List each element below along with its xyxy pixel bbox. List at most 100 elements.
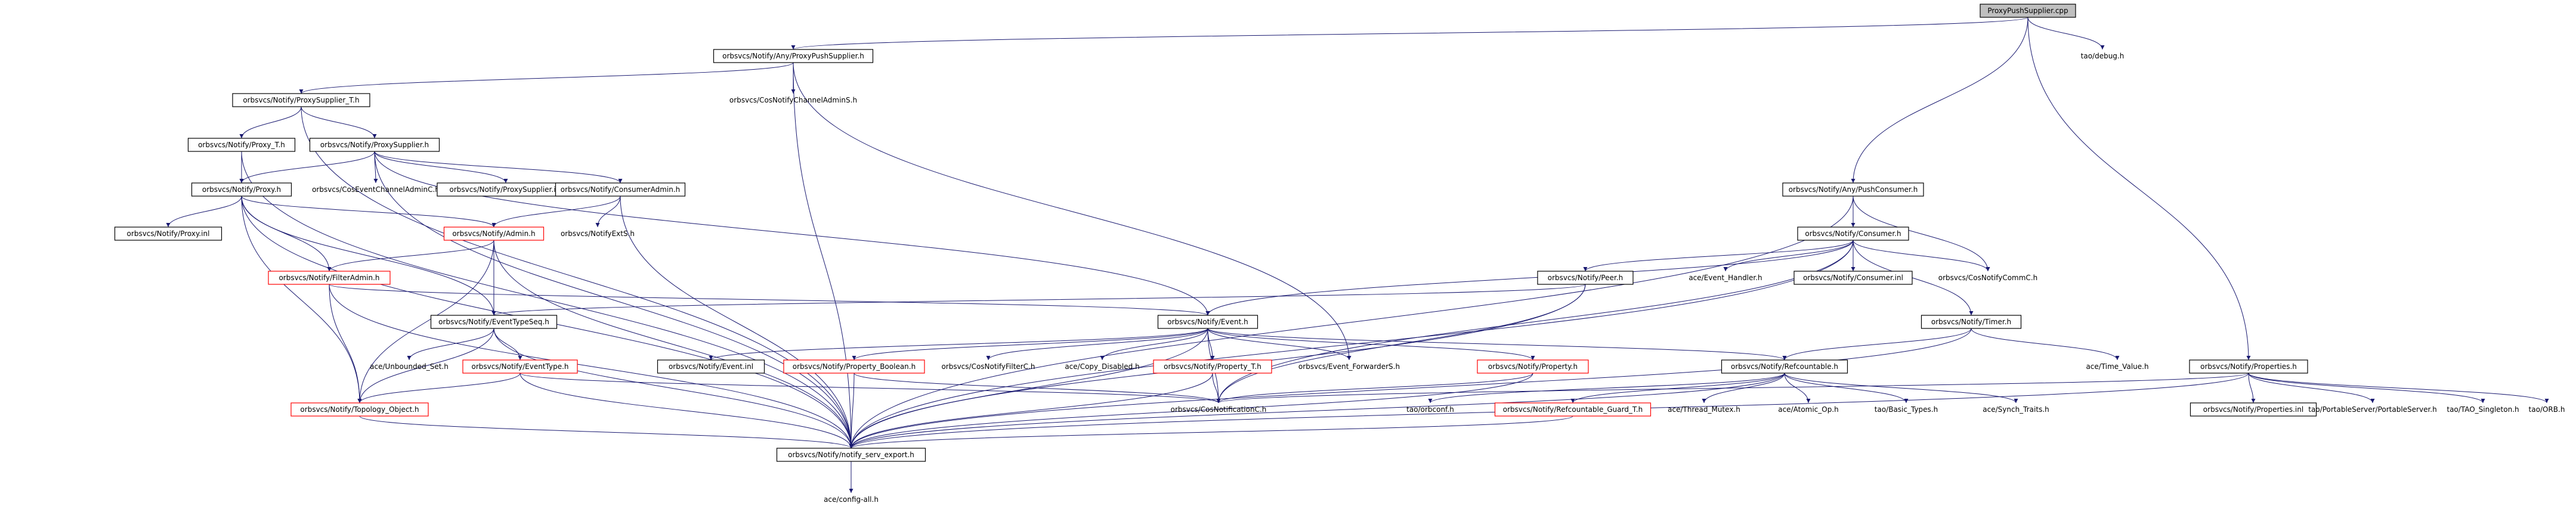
node-tao_singleton[interactable]: tao/TAO_Singleton.h bbox=[2447, 405, 2519, 414]
node-proxy_t[interactable]: orbsvcs/Notify/Proxy_T.h bbox=[187, 138, 296, 152]
node-label: tao/PortableServer/PortableServer.h bbox=[2308, 405, 2436, 414]
edge-proxysupplier-to-event bbox=[374, 151, 1210, 316]
edge-proxysupplier_t-to-notify_serv_export bbox=[301, 106, 853, 449]
node-property_boolean[interactable]: orbsvcs/Notify/Property_Boolean.h bbox=[783, 359, 925, 374]
node-label: orbsvcs/CosNotifyCommC.h bbox=[1938, 274, 2037, 282]
node-cosnotifycommc[interactable]: orbsvcs/CosNotifyCommC.h bbox=[1938, 274, 2037, 282]
node-synch_traits[interactable]: ace/Synch_Traits.h bbox=[1983, 405, 2049, 414]
node-label: tao/TAO_Singleton.h bbox=[2447, 405, 2519, 414]
node-consumer[interactable]: orbsvcs/Notify/Consumer.h bbox=[1797, 226, 1909, 241]
node-label: ace/Copy_Disabled.h bbox=[1065, 362, 1139, 371]
node-basic_types[interactable]: tao/Basic_Types.h bbox=[1875, 405, 1938, 414]
node-proxysupplier_inl[interactable]: orbsvcs/Notify/ProxySupplier.inl bbox=[437, 182, 575, 197]
node-eventtypeseq[interactable]: orbsvcs/Notify/EventTypeSeq.h bbox=[430, 315, 558, 329]
node-unbounded_set[interactable]: ace/Unbounded_Set.h bbox=[370, 362, 449, 371]
node-admin[interactable]: orbsvcs/Notify/Admin.h bbox=[443, 226, 545, 241]
node-coseventchanneladminc[interactable]: orbsvcs/CosEventChannelAdminC.h bbox=[312, 185, 440, 194]
node-notify_serv_export[interactable]: orbsvcs/Notify/notify_serv_export.h bbox=[776, 448, 926, 462]
node-proxysupplier[interactable]: orbsvcs/Notify/ProxySupplier.h bbox=[309, 138, 440, 152]
node-properties[interactable]: orbsvcs/Notify/Properties.h bbox=[2189, 359, 2308, 374]
node-label: tao/debug.h bbox=[2081, 52, 2124, 60]
edge-topology_object-to-notify_serv_export bbox=[359, 415, 853, 449]
edge-proxy_t-to-notify_serv_export bbox=[241, 151, 853, 449]
node-cosnotifychanneladmins[interactable]: orbsvcs/CosNotifyChannelAdminS.h bbox=[729, 96, 857, 104]
edge-properties-to-portableserver bbox=[2248, 373, 2375, 404]
node-box bbox=[268, 271, 391, 285]
node-box bbox=[1494, 402, 1652, 417]
node-label: orbsvcs/CosNotificationC.h bbox=[1171, 405, 1267, 414]
edge-consumer-to-cosnotificationc bbox=[1216, 240, 1854, 404]
node-property[interactable]: orbsvcs/Notify/Property.h bbox=[1477, 359, 1589, 374]
node-event_forwarders[interactable]: orbsvcs/Event_ForwarderS.h bbox=[1298, 362, 1400, 371]
edge-refcountable-to-notify_serv_export bbox=[849, 373, 1785, 449]
node-label: orbsvcs/Notify/notify_serv_export.h bbox=[788, 451, 914, 459]
node-topology_object[interactable]: orbsvcs/Notify/Topology_Object.h bbox=[290, 402, 429, 417]
node-anyproxy[interactable]: orbsvcs/Notify/Any/ProxyPushSupplier.h bbox=[713, 49, 874, 63]
edge-proxysupplier-to-notify_serv_export bbox=[374, 151, 853, 449]
node-root[interactable]: ProxyPushSupplier.cpp bbox=[1980, 4, 2076, 18]
node-label: ace/Atomic_Op.h bbox=[1778, 405, 1839, 414]
node-box bbox=[776, 448, 926, 462]
node-anypushconsumer[interactable]: orbsvcs/Notify/Any/PushConsumer.h bbox=[1782, 182, 1924, 197]
node-properties_inl[interactable]: orbsvcs/Notify/Properties.inl bbox=[2190, 402, 2317, 417]
edge-peer-to-eventtypeseq bbox=[492, 284, 1586, 316]
node-label: orbsvcs/Notify/Properties.inl bbox=[2203, 405, 2303, 414]
edge-eventtypeseq-to-notify_serv_export bbox=[493, 328, 853, 449]
node-box bbox=[1153, 359, 1272, 374]
node-label: orbsvcs/Notify/EventTypeSeq.h bbox=[438, 318, 549, 326]
node-tao_orb[interactable]: tao/ORB.h bbox=[2529, 405, 2565, 414]
edge-consumeradmin-to-notifyexts bbox=[595, 196, 621, 228]
edge-refcountable-to-orbconf bbox=[1428, 373, 1785, 404]
node-copy_disabled[interactable]: ace/Copy_Disabled.h bbox=[1065, 362, 1139, 371]
node-event[interactable]: orbsvcs/Notify/Event.h bbox=[1157, 315, 1258, 329]
node-timer[interactable]: orbsvcs/Notify/Timer.h bbox=[1921, 315, 2022, 329]
edge-event-to-copy_disabled bbox=[1100, 328, 1208, 361]
node-label: orbsvcs/Notify/Property_T.h bbox=[1164, 362, 1261, 371]
node-label: orbsvcs/Notify/Any/ProxyPushSupplier.h bbox=[722, 52, 864, 60]
edge-filteradmin-to-notify_serv_export bbox=[329, 284, 853, 449]
edge-property_t-to-notify_serv_export bbox=[849, 373, 1213, 449]
node-box bbox=[187, 138, 296, 152]
node-box bbox=[1537, 271, 1634, 285]
node-consumer_inl[interactable]: orbsvcs/Notify/Consumer.inl bbox=[1793, 271, 1913, 285]
node-label: orbsvcs/CosNotifyChannelAdminS.h bbox=[729, 96, 857, 104]
node-cosnotifyfilterc[interactable]: orbsvcs/CosNotifyFilterC.h bbox=[941, 362, 1035, 371]
edge-root-to-anypushconsumer bbox=[1851, 17, 2028, 184]
edge-event-to-event_forwarders bbox=[1207, 328, 1352, 361]
node-consumeradmin[interactable]: orbsvcs/Notify/ConsumerAdmin.h bbox=[555, 182, 686, 197]
node-proxy[interactable]: orbsvcs/Notify/Proxy.h bbox=[191, 182, 292, 197]
node-cosnotificationc[interactable]: orbsvcs/CosNotificationC.h bbox=[1171, 405, 1267, 414]
node-proxy_inl[interactable]: orbsvcs/Notify/Proxy.inl bbox=[114, 226, 222, 241]
node-atomic_op[interactable]: ace/Atomic_Op.h bbox=[1778, 405, 1839, 414]
node-peer[interactable]: orbsvcs/Notify/Peer.h bbox=[1537, 271, 1634, 285]
node-label: orbsvcs/Notify/ProxySupplier_T.h bbox=[243, 96, 359, 104]
node-box bbox=[783, 359, 925, 374]
node-label: orbsvcs/Notify/Properties.h bbox=[2200, 362, 2297, 371]
node-property_t[interactable]: orbsvcs/Notify/Property_T.h bbox=[1153, 359, 1272, 374]
edge-consumer-to-notify_serv_export bbox=[849, 240, 1854, 449]
edge-consumeradmin-to-notify_serv_export bbox=[620, 196, 853, 449]
node-box bbox=[1477, 359, 1589, 374]
node-orbconf[interactable]: tao/orbconf.h bbox=[1406, 405, 1454, 414]
node-event_inl[interactable]: orbsvcs/Notify/Event.inl bbox=[657, 359, 765, 374]
node-event_handler[interactable]: ace/Event_Handler.h bbox=[1689, 274, 1762, 282]
node-tao_debug[interactable]: tao/debug.h bbox=[2081, 52, 2124, 60]
node-notifyexts[interactable]: orbsvcs/NotifyExtS.h bbox=[561, 229, 635, 238]
node-box bbox=[657, 359, 765, 374]
node-label: orbsvcs/Notify/Proxy_T.h bbox=[198, 141, 285, 149]
edge-eventtypeseq-to-topology_object bbox=[357, 328, 494, 404]
node-label: orbsvcs/Notify/ProxySupplier.h bbox=[320, 141, 429, 149]
node-refcountable[interactable]: orbsvcs/Notify/Refcountable.h bbox=[1721, 359, 1848, 374]
node-time_value[interactable]: ace/Time_Value.h bbox=[2086, 362, 2148, 371]
node-label: ace/Event_Handler.h bbox=[1689, 274, 1762, 282]
node-proxysupplier_t[interactable]: orbsvcs/Notify/ProxySupplier_T.h bbox=[232, 93, 370, 107]
node-eventtype[interactable]: orbsvcs/Notify/EventType.h bbox=[462, 359, 578, 374]
node-filteradmin[interactable]: orbsvcs/Notify/FilterAdmin.h bbox=[268, 271, 391, 285]
node-label: tao/ORB.h bbox=[2529, 405, 2565, 414]
node-refcountable_guard_t[interactable]: orbsvcs/Notify/Refcountable_Guard_T.h bbox=[1494, 402, 1652, 417]
node-portableserver[interactable]: tao/PortableServer/PortableServer.h bbox=[2308, 405, 2436, 414]
node-thread_mutex[interactable]: ace/Thread_Mutex.h bbox=[1668, 405, 1740, 414]
node-config_all[interactable]: ace/config-all.h bbox=[824, 495, 879, 504]
node-box bbox=[114, 226, 222, 241]
edge-property-to-cosnotificationc bbox=[1216, 373, 1533, 404]
